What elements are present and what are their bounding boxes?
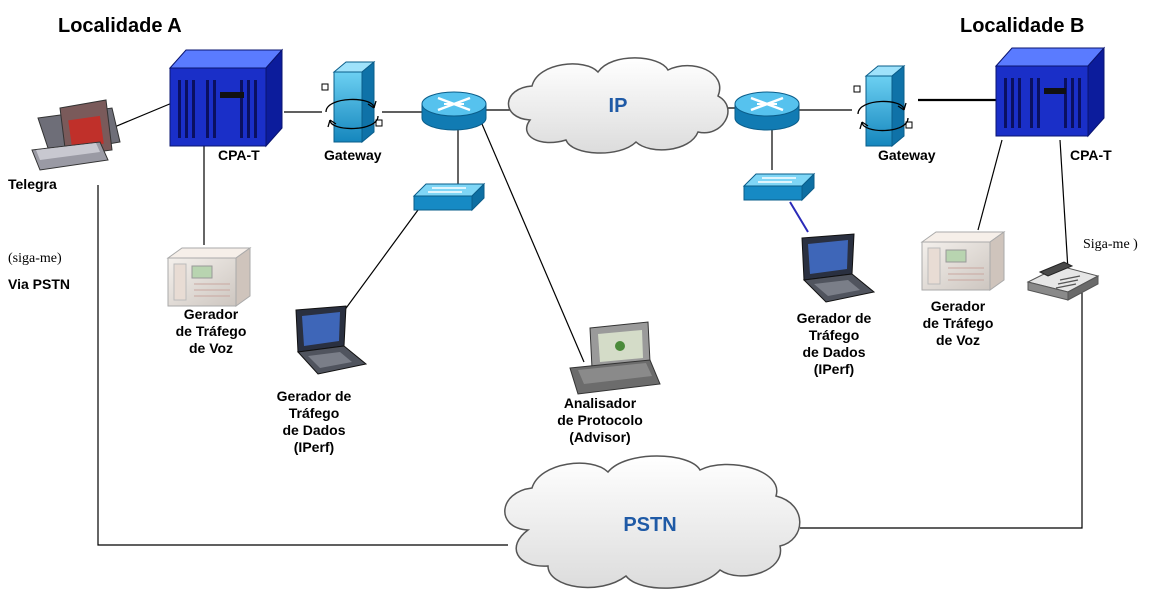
- label-line: de Tráfego: [922, 315, 994, 331]
- router-icon[interactable]: [734, 91, 800, 131]
- label-line: Tráfego: [288, 405, 340, 421]
- traffic-generator-icon[interactable]: [920, 231, 1006, 291]
- telephone-icon[interactable]: [1026, 261, 1100, 301]
- links: [97, 102, 1083, 546]
- protocol-analyzer-icon[interactable]: [569, 321, 661, 395]
- data-generator-b-label: Gerador de Tráfego de Dados (IPerf): [797, 310, 872, 378]
- label-line: de Dados: [802, 344, 866, 360]
- label-line: de Voz: [188, 340, 234, 356]
- link-telegra-cpa-a: [111, 102, 173, 129]
- ip-cloud: [507, 57, 729, 154]
- site-a-title: Localidade A: [58, 15, 182, 37]
- label-line: Analisador: [563, 395, 637, 411]
- gateway-icon[interactable]: [321, 60, 383, 144]
- protocol-analyzer-label: Analisador de Protocolo (Advisor): [557, 395, 643, 446]
- gateway-icon[interactable]: [853, 64, 913, 148]
- ethernet-switch-icon[interactable]: [412, 182, 486, 212]
- label-line: Tráfego: [808, 327, 860, 343]
- pstn-cloud-label: PSTN: [623, 514, 677, 536]
- label-line: Gerador: [183, 306, 239, 322]
- voice-generator-b-label: Gerador de Tráfego de Voz: [923, 298, 994, 349]
- label-line: (IPerf): [813, 361, 855, 377]
- gateway-b-label: Gateway: [878, 147, 936, 163]
- pstn-cloud: [504, 455, 801, 589]
- label-line: Gerador de: [276, 388, 352, 404]
- label-line: de Tráfego: [175, 323, 247, 339]
- laptop-icon[interactable]: [295, 305, 368, 375]
- site-b-title: Localidade B: [960, 15, 1085, 37]
- traffic-generator-icon[interactable]: [166, 247, 252, 307]
- label-line: Gerador de: [796, 310, 872, 326]
- link-cpa-b-voice-gen-b: [977, 139, 1003, 231]
- laptop-icon[interactable]: [801, 233, 876, 303]
- link-telegra-pstn: [97, 185, 508, 546]
- cpa-b-label: CPA-T: [1070, 147, 1112, 163]
- gateway-a-label: Gateway: [324, 147, 382, 163]
- link-switch-b-laptop-b: [789, 201, 809, 233]
- link-cpa-b-phone: [1059, 139, 1069, 271]
- sigame-a-label: (siga-me): [8, 251, 62, 266]
- sigame-b-label: Siga-me ): [1083, 237, 1138, 252]
- label-line: (Advisor): [569, 429, 631, 445]
- via-pstn-label: Via PSTN: [8, 276, 70, 292]
- router-icon[interactable]: [421, 91, 487, 131]
- pbx-cabinet-icon[interactable]: [168, 48, 284, 148]
- voip-tester-icon[interactable]: [31, 99, 121, 171]
- voice-generator-a-label: Gerador de Tráfego de Voz: [176, 306, 247, 357]
- cpa-a-label: CPA-T: [218, 147, 260, 163]
- label-line: (IPerf): [293, 439, 335, 455]
- label-line: Gerador: [930, 298, 986, 314]
- link-phone-pstn: [800, 292, 1083, 529]
- data-generator-a-label: Gerador de Tráfego de Dados (IPerf): [277, 388, 352, 456]
- label-line: de Dados: [282, 422, 346, 438]
- ethernet-switch-icon[interactable]: [742, 172, 816, 202]
- link-router-a-analyzer: [481, 123, 585, 363]
- ip-cloud-label: IP: [608, 95, 628, 117]
- telegra-label: Telegra: [8, 176, 57, 192]
- label-line: de Voz: [935, 332, 981, 348]
- pbx-cabinet-icon[interactable]: [994, 46, 1106, 138]
- label-line: de Protocolo: [557, 412, 643, 428]
